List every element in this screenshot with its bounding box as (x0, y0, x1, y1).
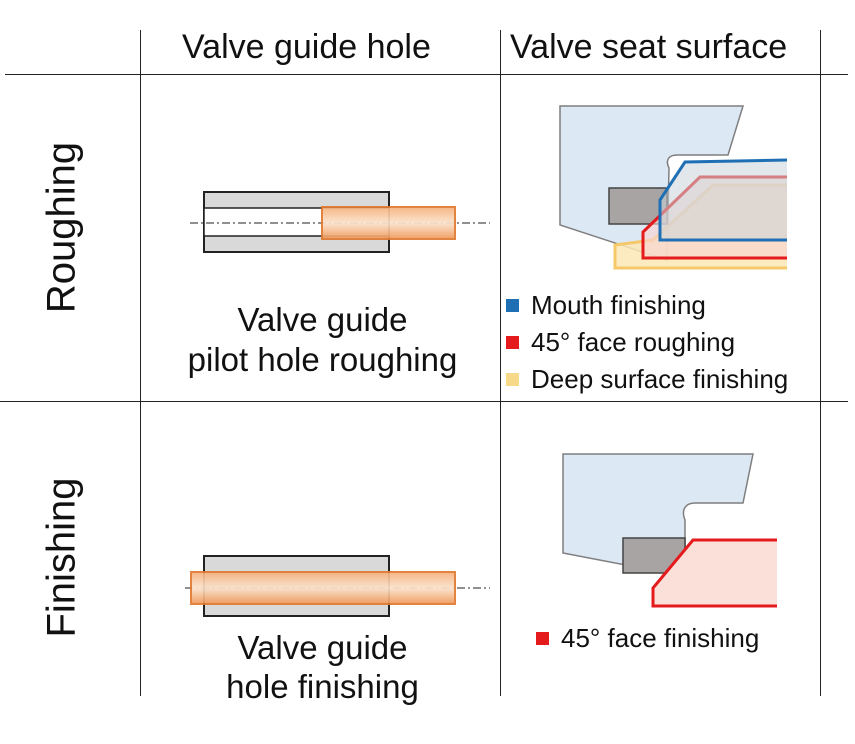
legend-label: 45° face finishing (561, 623, 760, 653)
column-header-valve-guide-hole: Valve guide hole (182, 28, 431, 66)
legend-label: Mouth finishing (531, 290, 706, 320)
guide-roughing-caption-line1: Valve guide (237, 301, 408, 338)
row-header-roughing: Roughing (39, 141, 84, 314)
row-header-finishing: Finishing (39, 477, 84, 638)
column-divider-3 (820, 30, 821, 696)
column-header-valve-seat-surface: Valve seat surface (510, 28, 788, 66)
row-divider (0, 401, 848, 402)
column-divider-1 (140, 30, 141, 696)
guide-finishing-diagram (185, 555, 490, 617)
legend-item-mouth-finishing: Mouth finishing (506, 290, 706, 321)
legend-item-45-face-finishing: 45° face finishing (536, 623, 759, 654)
legend-label: Deep surface finishing (531, 364, 789, 394)
legend-swatch-red (506, 336, 519, 349)
header-divider (5, 74, 848, 75)
legend-item-45-face-roughing: 45° face roughing (506, 327, 735, 358)
seat-roughing-diagram (559, 105, 788, 270)
legend-swatch-blue (506, 299, 519, 312)
legend-swatch-yellow (506, 373, 519, 386)
guide-finishing-caption-line1: Valve guide (237, 629, 408, 666)
guide-finishing-caption-line2: hole finishing (226, 668, 419, 705)
guide-roughing-caption-line2: pilot hole roughing (187, 341, 458, 378)
legend-item-deep-surface-finishing: Deep surface finishing (506, 364, 788, 395)
legend-swatch-red (536, 632, 549, 645)
seat-finishing-diagram (562, 453, 777, 608)
legend-label: 45° face roughing (531, 327, 736, 357)
guide-pilot-roughing-diagram (190, 191, 490, 253)
column-divider-2 (500, 30, 501, 696)
